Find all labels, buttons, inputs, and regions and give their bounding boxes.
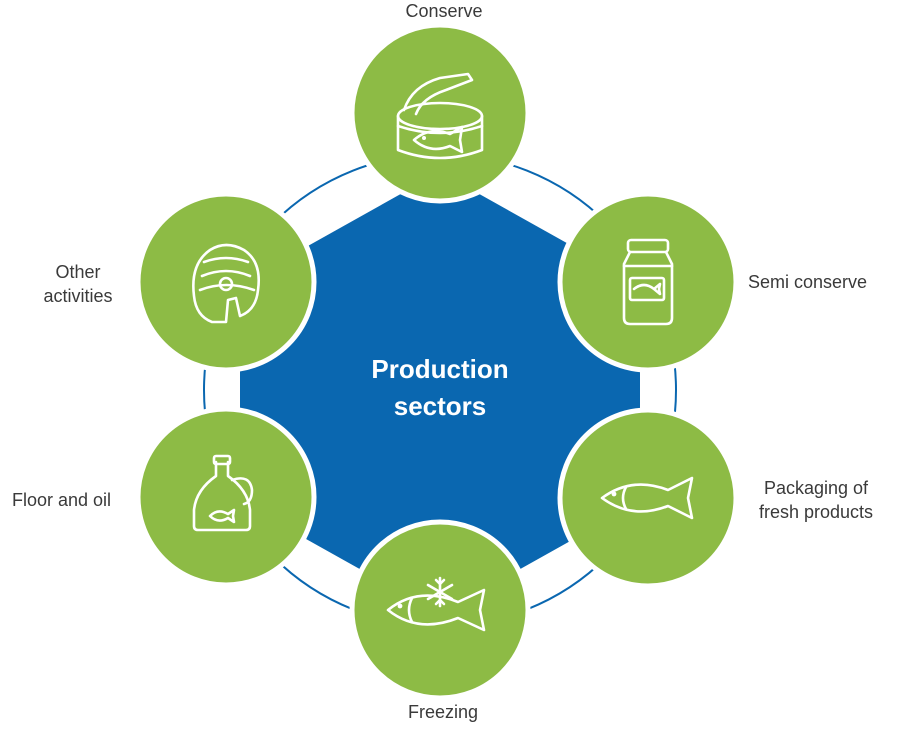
fish-icon bbox=[600, 476, 694, 520]
snowflake-icon bbox=[426, 576, 454, 608]
sector-label-freezing: Freezing bbox=[408, 702, 478, 722]
sector-node-other bbox=[135, 191, 317, 373]
center-title-line2: sectors bbox=[394, 391, 487, 421]
sector-node-floor-oil bbox=[135, 406, 317, 588]
sector-label-floor-oil: Floor and oil bbox=[12, 490, 111, 510]
center-title-line1: Production bbox=[371, 354, 508, 384]
sector-label-other-line1: Other bbox=[55, 262, 100, 282]
sector-label-other-line2: activities bbox=[43, 286, 112, 306]
oil-bottle-icon bbox=[192, 454, 254, 532]
open-can-icon bbox=[396, 72, 484, 160]
sector-node-freezing bbox=[349, 519, 531, 701]
sector-label-packaging-line1: Packaging of bbox=[764, 478, 869, 498]
sector-label-conserve: Conserve bbox=[405, 1, 482, 21]
frozen-fish-icon bbox=[386, 576, 486, 632]
jar-icon bbox=[622, 238, 674, 326]
sector-node-semi-conserve bbox=[557, 191, 739, 373]
sector-label-semi-conserve: Semi conserve bbox=[748, 272, 867, 292]
sector-label-packaging-line2: fresh products bbox=[759, 502, 873, 522]
fish-steak-icon bbox=[192, 243, 260, 324]
sector-node-packaging bbox=[557, 407, 739, 589]
center-hexagon bbox=[240, 172, 640, 614]
sector-node-conserve bbox=[349, 22, 531, 204]
